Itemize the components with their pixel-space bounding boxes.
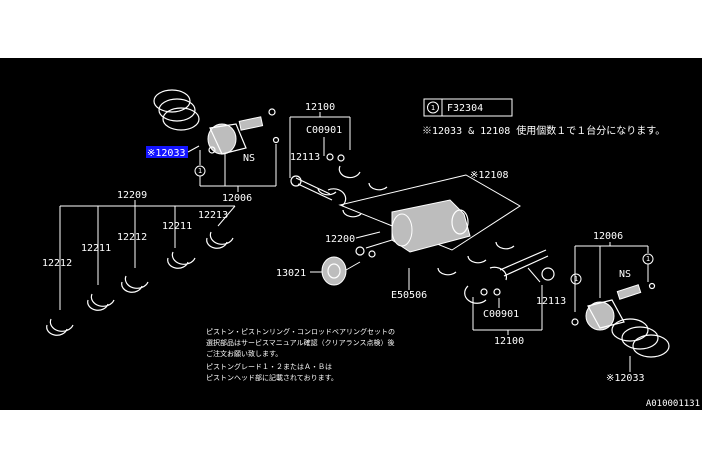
- conrod-group-top: 12100 C00901 12113: [289, 102, 388, 218]
- selection-notes: ピストン・ピストンリング・コンロッドベアリングセットの 選択部品はサービスマニュ…: [206, 327, 395, 382]
- part-12212-a-label[interactable]: 12212: [117, 232, 147, 243]
- highlight-12033: [146, 146, 188, 158]
- part-12200-label[interactable]: 12200: [325, 234, 355, 245]
- note-line-1: ピストン・ピストンリング・コンロッドベアリングセットの: [206, 327, 395, 336]
- reference-box: 1 F32304: [423, 98, 513, 117]
- note-line-3: ご注文お願い致します。: [206, 349, 282, 358]
- part-12212-b-label[interactable]: 12212: [42, 258, 72, 269]
- c00901-top-label[interactable]: C00901: [306, 125, 342, 136]
- circle-one-label: 1: [574, 275, 578, 283]
- part-12006-left-label[interactable]: 12006: [222, 193, 252, 204]
- ref-code-label: F32304: [447, 103, 483, 114]
- part-12213-label[interactable]: 12213: [198, 210, 228, 221]
- note-line-5: ピストンヘッド部に記載されております。: [206, 373, 338, 382]
- note-line-2: 選択部品はサービスマニュアル確認（クリアランス点検）後: [206, 338, 394, 347]
- part-12211-b-label[interactable]: 12211: [81, 243, 111, 254]
- part-12211-a-label[interactable]: 12211: [162, 221, 192, 232]
- crankshaft-group: ※12108 12200 13021 E50506: [276, 170, 521, 301]
- part-12113-bottom-label[interactable]: 12113: [536, 296, 566, 307]
- part-12100-top-label[interactable]: 12100: [305, 102, 335, 113]
- part-12108-label[interactable]: ※12108: [470, 170, 508, 181]
- piston-group-right: 12006 1 1 NS ※12033: [570, 231, 670, 384]
- top-note: ※12033 & 12108 使用個数１で１台分になります。: [422, 124, 665, 137]
- diagram-id-label: A010001131: [646, 399, 700, 409]
- part-13021-label[interactable]: 13021: [276, 268, 306, 279]
- ns-right-label[interactable]: NS: [619, 269, 631, 280]
- circle-one-label: 1: [198, 167, 202, 175]
- part-12006-right-label[interactable]: 12006: [593, 231, 623, 242]
- e50506-label[interactable]: E50506: [391, 290, 427, 301]
- diagram-panel: [0, 58, 702, 410]
- part-12209-label[interactable]: 12209: [117, 190, 147, 201]
- bearing-tree: 12209 12213 12211 12212 12211 12212: [42, 190, 236, 336]
- piston-group-left: [153, 89, 280, 155]
- circle-one-label: 1: [646, 255, 650, 263]
- part-12100-bottom-label[interactable]: 12100: [494, 336, 524, 347]
- part-12033-right-label[interactable]: ※12033: [606, 373, 644, 384]
- part-12113-top-label[interactable]: 12113: [290, 152, 320, 163]
- ns-left-label[interactable]: NS: [243, 153, 255, 164]
- circle-one-label: 1: [431, 104, 435, 112]
- c00901-bottom-label[interactable]: C00901: [483, 309, 519, 320]
- note-line-4: ピストングレード１・２またはＡ・Ｂは: [206, 362, 332, 371]
- conrod-group-bottom: C00901 12113 12100: [464, 249, 566, 347]
- part-12033-left-label[interactable]: ※12033: [147, 148, 185, 159]
